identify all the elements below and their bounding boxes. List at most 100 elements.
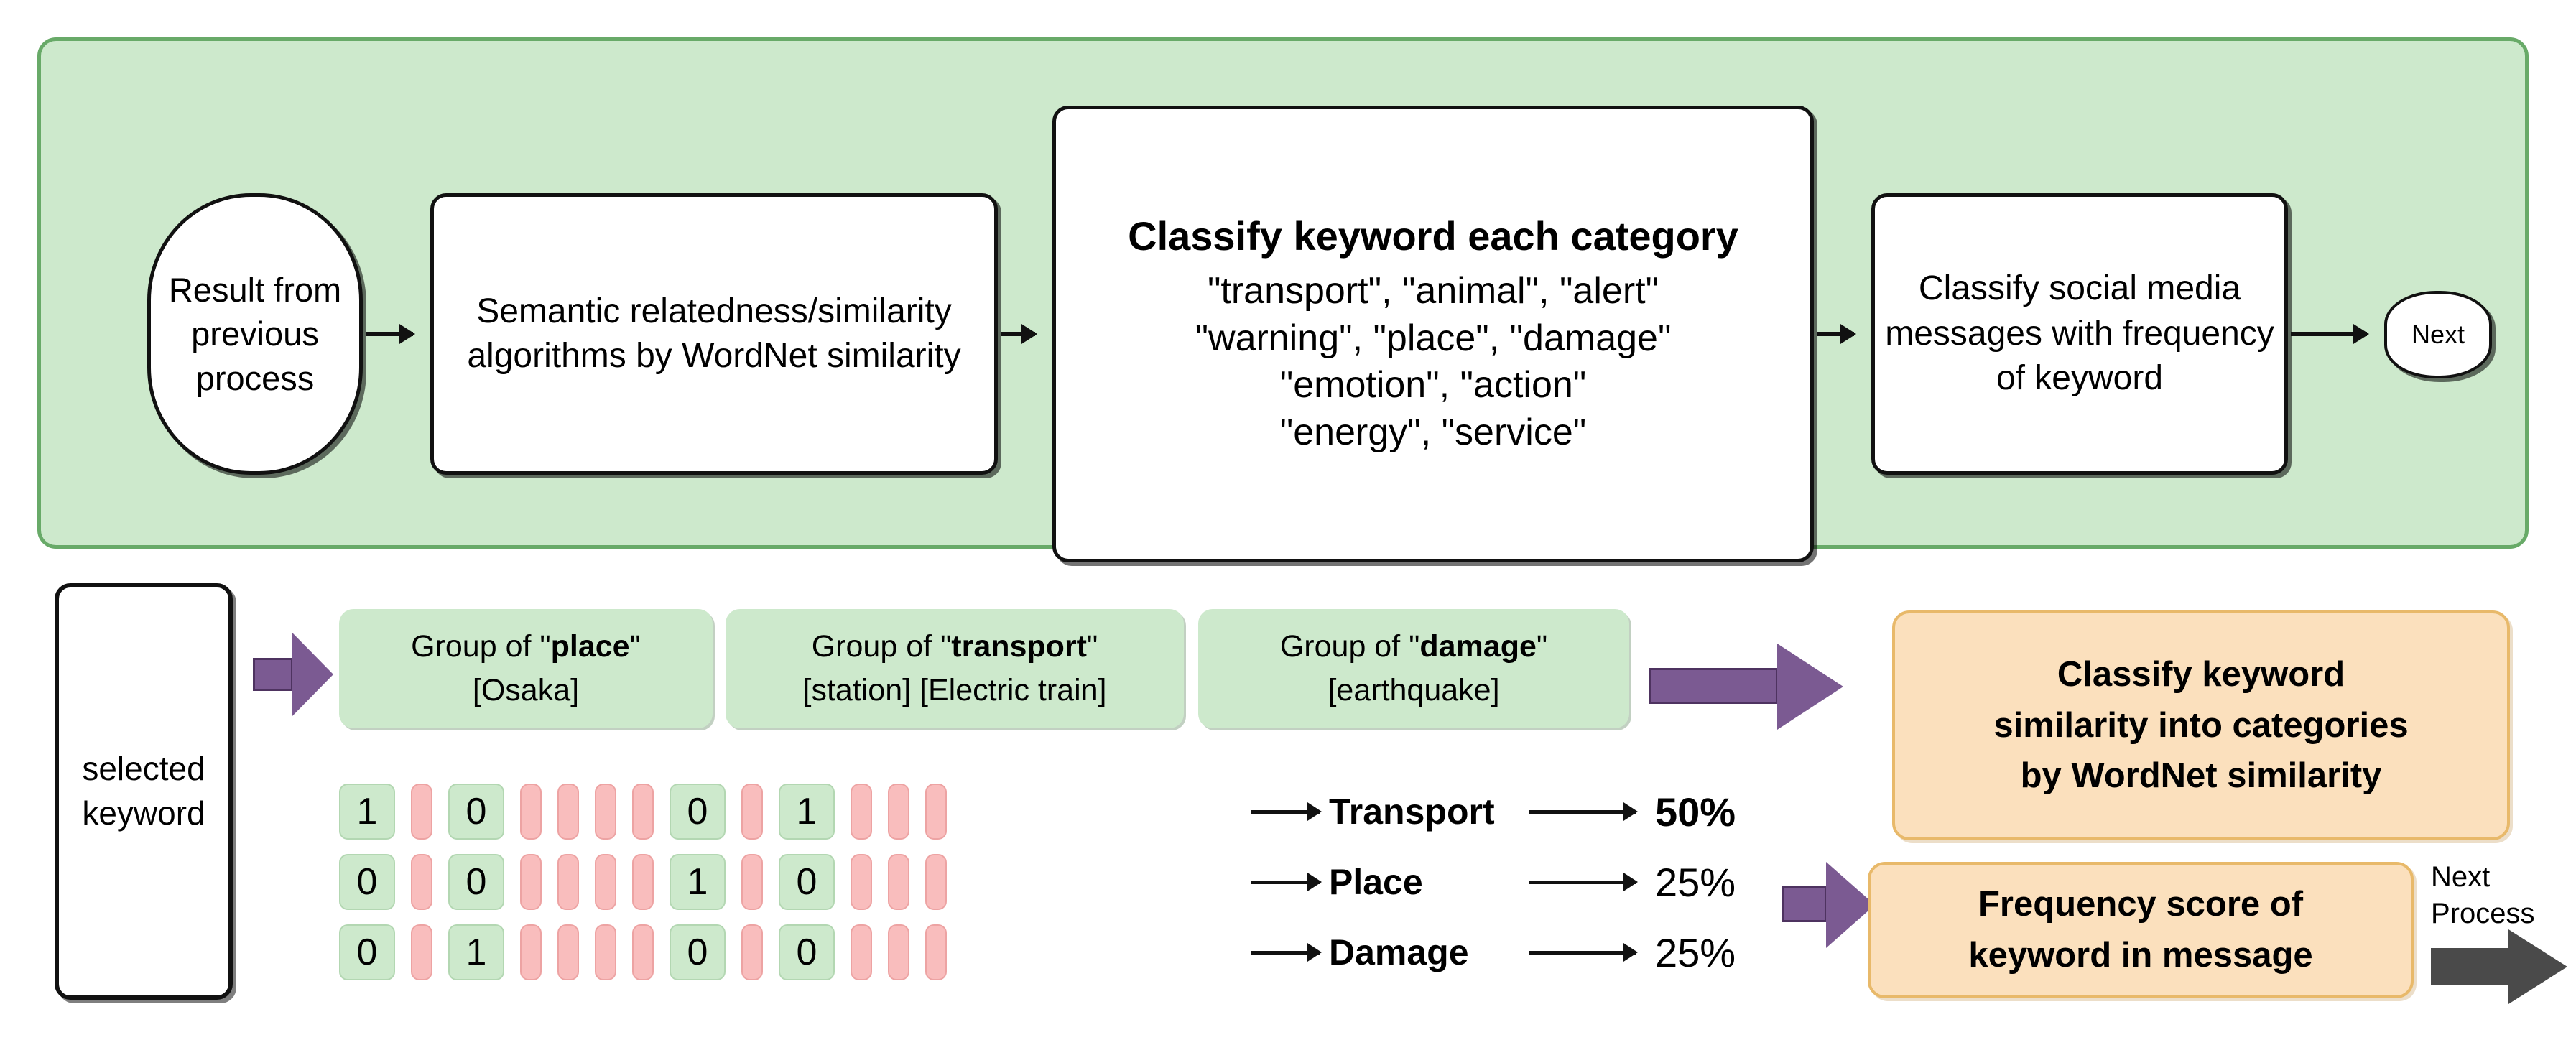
group-title: Group of "transport" [812, 625, 1098, 669]
output-line: Classify keyword [2057, 655, 2345, 695]
matrix-cell-empty [851, 784, 872, 840]
classify-categories-line-4: "energy", "service" [1279, 411, 1587, 453]
output-line: by WordNet similarity [2020, 756, 2382, 796]
next-process-arrow-icon [2431, 929, 2567, 1004]
group-title: Group of "place" [411, 625, 641, 669]
matrix-cell-empty [595, 854, 616, 910]
next-process-label: Next Process [2431, 861, 2535, 930]
purple-arrow-results-to-frequency-output [1782, 862, 1875, 948]
selected-keyword-label: selected keyword [82, 750, 205, 832]
matrix-cell-empty [411, 854, 432, 910]
node-result-label: Result from previous process [168, 271, 342, 397]
node-semantic-label: Semantic relatedness/similarity algorith… [467, 292, 961, 375]
group-name: transport [951, 628, 1087, 664]
matrix-cell-empty [741, 784, 763, 840]
classify-categories-line-2: "warning", "place", "damage" [1195, 317, 1672, 359]
node-classify-keyword-category: Classify keyword each category "transpor… [1052, 106, 1814, 562]
matrix-cell-empty [632, 924, 654, 980]
matrix-cell-empty [595, 784, 616, 840]
category-label: Damage [1329, 932, 1469, 972]
matrix-cell-value: 0 [339, 924, 395, 980]
node-next-label: Next [2411, 319, 2465, 349]
matrix-cell-value: 1 [339, 784, 395, 840]
matrix-cell-empty [557, 854, 579, 910]
matrix-cell-empty [851, 854, 872, 910]
group-suffix: " [1536, 628, 1548, 664]
arrow-shaft [1782, 886, 1827, 922]
arrow-social-to-next [2291, 332, 2367, 336]
group-suffix: " [629, 628, 641, 664]
arrow-head [1777, 644, 1843, 730]
group-name: place [550, 628, 630, 664]
arrow-shaft [253, 658, 293, 691]
purple-arrow-groups-to-classify-output [1649, 644, 1843, 730]
classify-title: Classify keyword each category [1128, 213, 1738, 259]
matrix-cell-value: 0 [670, 784, 726, 840]
group-items: [station] [Electric train] [802, 673, 1107, 707]
matrix-cell-value: 1 [670, 854, 726, 910]
process-stage-panel: Result from previous process Semantic re… [37, 37, 2529, 562]
matrix-cell-value: 1 [448, 924, 504, 980]
arrow-semantic-to-classify [1001, 332, 1035, 336]
matrix-cell-empty [557, 924, 579, 980]
arrow-to-percent [1529, 880, 1636, 884]
matrix-cell-empty [925, 924, 947, 980]
group-box-damage: Group of "damage" [earthquake] [1198, 609, 1629, 728]
output-line: Frequency score of [1978, 885, 2304, 924]
matrix-cell-empty [557, 784, 579, 840]
result-row-place: Place 25% [1251, 850, 1780, 914]
matrix-cell-value: 0 [670, 924, 726, 980]
group-name: damage [1419, 628, 1537, 664]
node-result-from-previous-process: Result from previous process [147, 193, 363, 475]
group-prefix: Group of " [411, 628, 551, 664]
arrow-head [1826, 862, 1875, 948]
matrix-cell-value: 0 [339, 854, 395, 910]
matrix-cell-empty [851, 924, 872, 980]
matrix-cell-value: 0 [779, 924, 835, 980]
matrix-cell-empty [520, 784, 542, 840]
matrix-cell-empty [888, 784, 909, 840]
arrow-result-to-semantic [366, 332, 413, 336]
selected-keyword-box: selected keyword [55, 583, 233, 1000]
matrix-cell-empty [520, 924, 542, 980]
arrow-shaft [2431, 948, 2510, 985]
group-title: Group of "damage" [1280, 625, 1547, 669]
arrow-to-percent [1529, 809, 1636, 814]
category-label: Transport [1329, 791, 1495, 832]
category-percent: 25% [1655, 929, 1736, 975]
classify-categories-line-3: "emotion", "action" [1279, 364, 1587, 407]
matrix-cell-empty [888, 854, 909, 910]
result-row-damage: Damage 25% [1251, 921, 1780, 984]
node-semantic-algorithms: Semantic relatedness/similarity algorith… [430, 193, 998, 475]
arrow-classify-to-social [1817, 332, 1854, 336]
output-line: keyword in message [1968, 936, 2313, 975]
matrix-cell-empty [741, 924, 763, 980]
matrix-cell-empty [632, 784, 654, 840]
matrix-cell-empty [925, 784, 947, 840]
matrix-cell-value: 0 [448, 854, 504, 910]
matrix-cell-empty [520, 854, 542, 910]
matrix-cell-empty [632, 854, 654, 910]
matrix-cell-empty [411, 784, 432, 840]
group-prefix: Group of " [1279, 628, 1420, 664]
group-items: [Osaka] [472, 673, 580, 707]
group-items: [earthquake] [1328, 673, 1500, 707]
arrow-to-category [1251, 809, 1320, 814]
group-prefix: Group of " [811, 628, 952, 664]
result-row-transport: Transport 50% [1251, 780, 1780, 843]
arrow-to-category [1251, 950, 1320, 955]
category-label: Place [1329, 862, 1423, 902]
group-suffix: " [1087, 628, 1098, 664]
group-box-place: Group of "place" [Osaka] [339, 609, 713, 728]
matrix-cell-value: 0 [779, 854, 835, 910]
node-classify-social-media-messages: Classify social media messages with freq… [1871, 193, 2288, 475]
matrix-cell-empty [411, 924, 432, 980]
arrow-to-category [1251, 880, 1320, 884]
category-percent: 50% [1655, 789, 1736, 835]
category-percent: 25% [1655, 859, 1736, 905]
matrix-cell-value: 1 [779, 784, 835, 840]
